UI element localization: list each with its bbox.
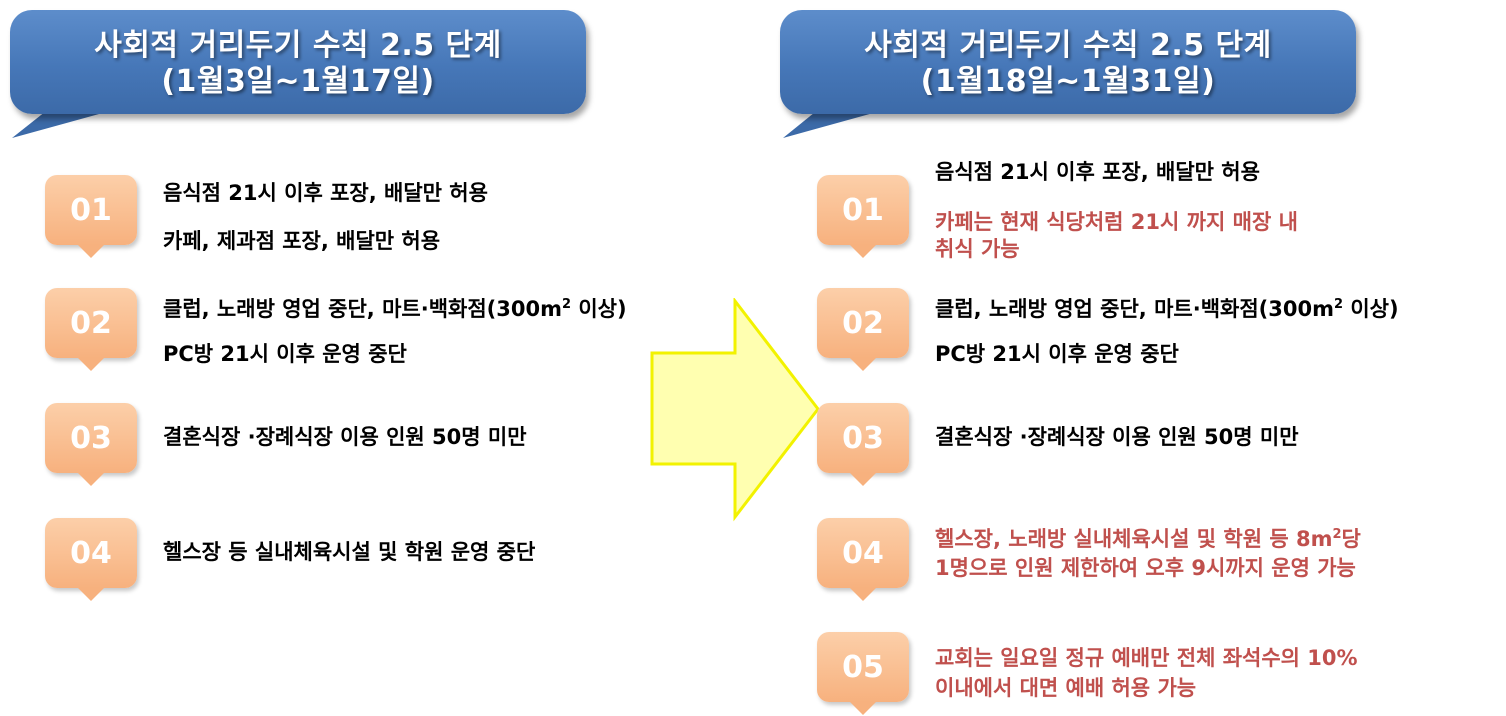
left-item-01-line1: 음식점 21시 이후 포장, 배달만 허용 — [163, 181, 488, 205]
right-item-02-line1: 클럽, 노래방 영업 중단, 마트·백화점(300m2 이상) — [935, 297, 1399, 321]
right-item-05-line2: 이내에서 대면 예배 허용 가능 — [935, 676, 1197, 700]
right-item-01-line2: 카페는 현재 식당처럼 21시 까지 매장 내 — [935, 210, 1298, 234]
left-item-02-line1: 클럽, 노래방 영업 중단, 마트·백화점(300m2 이상) — [163, 297, 627, 321]
right-title-bubble: 사회적 거리두기 수칙 2.5 단계 (1월18일~1월31일) — [780, 10, 1356, 114]
right-badge-04: 04 — [817, 518, 909, 601]
right-item-03-line1: 결혼식장 ·장례식장 이용 인원 50명 미만 — [935, 425, 1299, 449]
right-item-04-line2: 1명으로 인원 제한하여 오후 9시까지 운영 가능 — [935, 556, 1356, 580]
right-badge-03: 03 — [817, 403, 909, 486]
left-title-bubble: 사회적 거리두기 수칙 2.5 단계 (1월3일~1월17일) — [10, 10, 586, 114]
right-badge-02: 02 — [817, 288, 909, 371]
right-badge-01: 01 — [817, 175, 909, 258]
left-item-02-line2: PC방 21시 이후 운영 중단 — [163, 342, 407, 366]
left-item-01-line2: 카페, 제과점 포장, 배달만 허용 — [163, 229, 441, 253]
left-item-03-line1: 결혼식장 ·장례식장 이용 인원 50명 미만 — [163, 425, 527, 449]
right-item-01-line3: 취식 가능 — [935, 237, 1020, 261]
left-item-04-line1: 헬스장 등 실내체육시설 및 학원 운영 중단 — [163, 540, 536, 564]
right-date-range: (1월18일~1월31일) — [920, 64, 1216, 99]
left-badge-03: 03 — [45, 403, 137, 486]
right-badge-05: 05 — [817, 632, 909, 715]
left-badge-02: 02 — [45, 288, 137, 371]
left-badge-04: 04 — [45, 518, 137, 601]
left-title: 사회적 거리두기 수칙 2.5 단계 — [94, 28, 502, 63]
right-item-05-line1: 교회는 일요일 정규 예배만 전체 좌석수의 10% — [935, 646, 1358, 670]
right-item-01-line1: 음식점 21시 이후 포장, 배달만 허용 — [935, 160, 1260, 184]
left-badge-01: 01 — [45, 175, 137, 258]
right-title: 사회적 거리두기 수칙 2.5 단계 — [864, 28, 1272, 63]
left-date-range: (1월3일~1월17일) — [161, 64, 435, 99]
right-item-04-line1: 헬스장, 노래방 실내체육시설 및 학원 등 8m2당 — [935, 527, 1361, 551]
right-item-02-line2: PC방 21시 이후 운영 중단 — [935, 342, 1179, 366]
right-arrow-icon — [650, 298, 820, 522]
